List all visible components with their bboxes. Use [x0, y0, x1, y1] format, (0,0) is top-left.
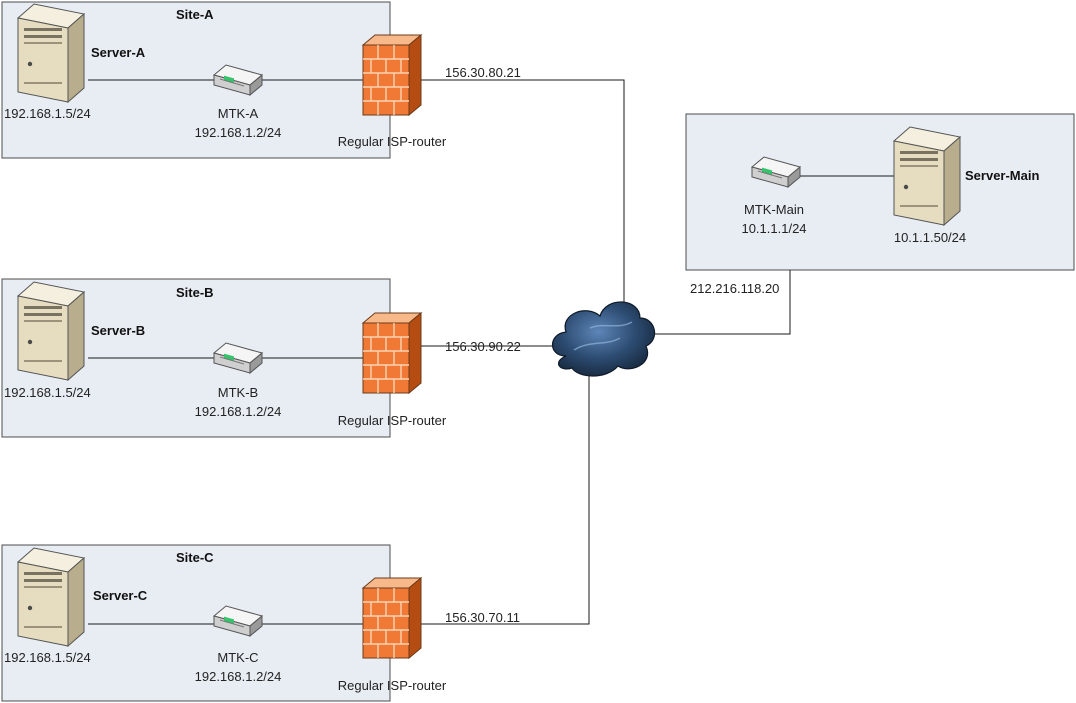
router-b-label: Regular ISP-router [338, 413, 447, 428]
server-icon [893, 126, 961, 226]
site-c-title: Site-C [176, 550, 214, 565]
server-c-ip: 192.168.1.5/24 [4, 650, 91, 665]
mtk-main-name: MTK-Main [744, 202, 804, 217]
site-c-wan-ip: 156.30.70.11 [445, 610, 520, 625]
mtk-c-ip: 192.168.1.2/24 [195, 669, 282, 684]
mtk-a-ip: 192.168.1.2/24 [195, 125, 282, 140]
main-site-box [685, 113, 1075, 271]
internet-cloud-icon [551, 301, 656, 377]
mtk-main-ip: 10.1.1.1/24 [741, 221, 806, 236]
server-a-name: Server-A [91, 45, 146, 60]
site-a-wan-link [420, 79, 625, 302]
firewall-icon [362, 577, 422, 659]
site-a-title: Site-A [176, 7, 214, 22]
site-b-title: Site-B [176, 285, 214, 300]
server-a-ip: 192.168.1.5/24 [4, 106, 91, 121]
server-c-name: Server-C [93, 588, 148, 603]
firewall-icon [362, 312, 422, 394]
site-b-wan-ip: 156.30.90.22 [445, 339, 521, 354]
mtk-b-ip: 192.168.1.2/24 [195, 404, 282, 419]
firewall-icon [362, 34, 422, 116]
server-b-ip: 192.168.1.5/24 [4, 385, 91, 400]
server-b-name: Server-B [91, 323, 145, 338]
mtk-c-name: MTK-C [217, 650, 258, 665]
site-c-wan-link [420, 372, 590, 625]
server-main-name: Server-Main [965, 168, 1039, 183]
router-a-label: Regular ISP-router [338, 134, 447, 149]
main-wan-link [646, 270, 791, 335]
router-c-label: Regular ISP-router [338, 678, 447, 693]
mtk-b-name: MTK-B [218, 385, 258, 400]
site-a-wan-ip: 156.30.80.21 [445, 65, 521, 80]
server-icon [17, 3, 85, 103]
main-wan-ip: 212.216.118.20 [690, 281, 779, 296]
server-main-ip: 10.1.1.50/24 [894, 230, 966, 245]
server-icon [17, 281, 85, 381]
server-icon [17, 547, 85, 647]
mtk-a-name: MTK-A [218, 106, 259, 121]
